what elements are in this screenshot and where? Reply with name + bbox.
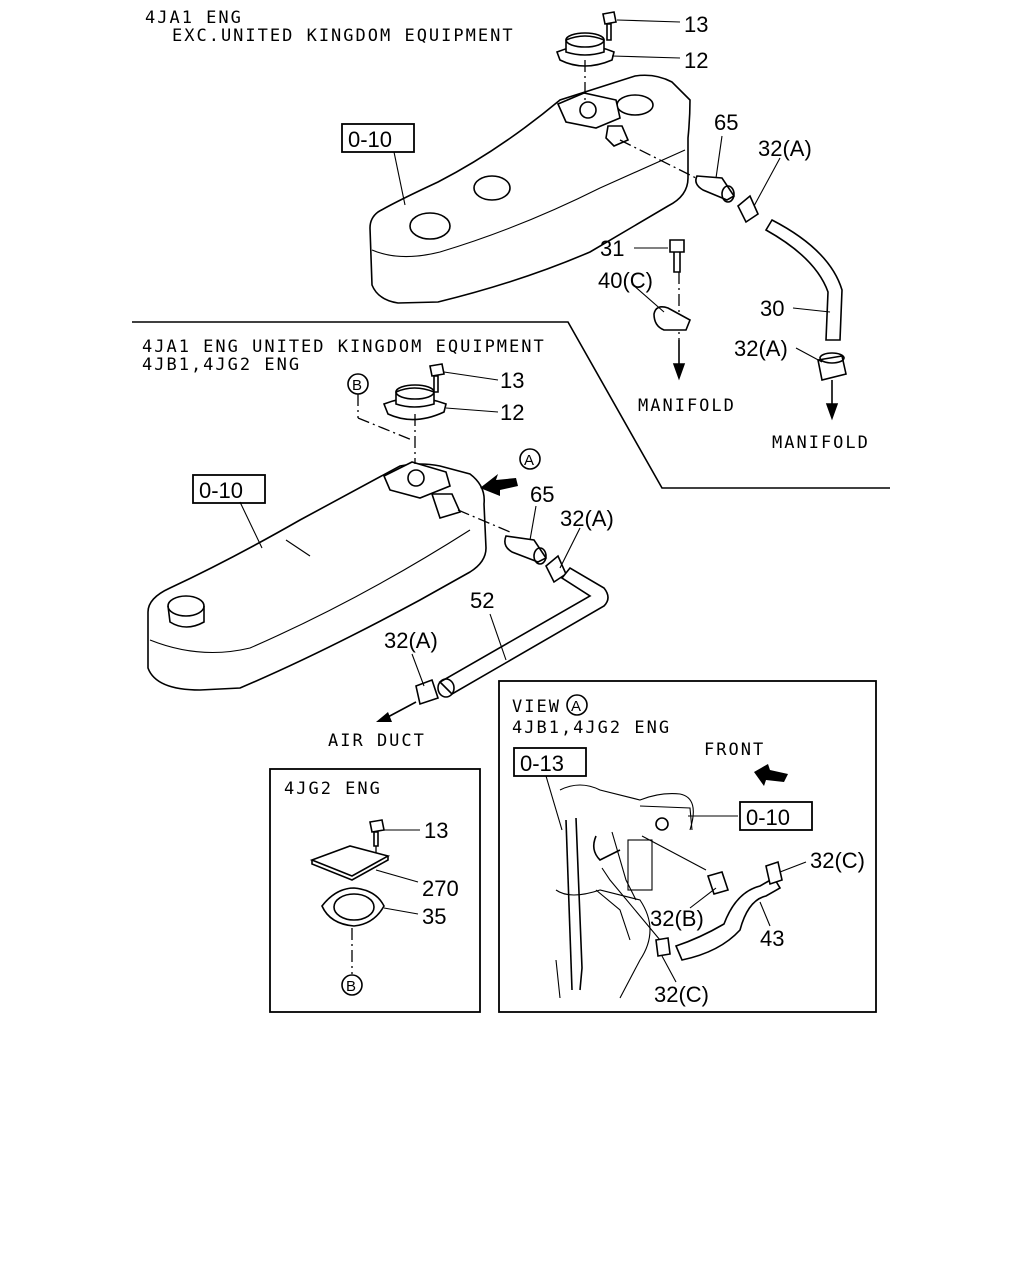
callout-31: 31 bbox=[600, 236, 624, 261]
view-a-callout-32c-top: 32(C) bbox=[810, 848, 865, 873]
clamp-32a-top bbox=[737, 194, 760, 224]
callout-40c: 40(C) bbox=[598, 268, 653, 293]
clamp-32a-lower bbox=[817, 355, 847, 381]
front-arrow bbox=[754, 764, 788, 786]
section2-header-line2: 4JB1,4JG2 ENG bbox=[142, 355, 301, 375]
view-a-ref-box-right[interactable] bbox=[739, 801, 813, 831]
callout-12-2: 12 bbox=[500, 400, 524, 425]
cover-cap bbox=[167, 595, 205, 617]
inset-callout-35: 35 bbox=[422, 904, 446, 929]
view-a-callout-32c-bottom: 32(C) bbox=[654, 982, 709, 1007]
manifold-label-left: MANIFOLD bbox=[638, 396, 736, 416]
inset-4jg2-title: 4JG2 ENG bbox=[284, 779, 382, 799]
inset-4jg2: 4JG2 ENG B 13 270 35 bbox=[269, 768, 481, 1013]
inset-4jg2-frame bbox=[269, 768, 481, 1013]
section1-header-line1: 4JA1 ENG bbox=[145, 8, 243, 28]
callout-30: 30 bbox=[760, 296, 784, 321]
inset-view-a-frame bbox=[498, 680, 877, 1013]
section-divider bbox=[132, 321, 890, 489]
clamp-32a-left bbox=[415, 678, 440, 706]
view-a-subtitle: 4JB1,4JG2 ENG bbox=[512, 718, 671, 738]
view-a-callout-43: 43 bbox=[760, 926, 784, 951]
callout-32a-left: 32(A) bbox=[384, 628, 438, 653]
view-a-title-marker-label: A bbox=[571, 698, 581, 715]
connector-65-2 bbox=[504, 535, 548, 563]
clamp-32b bbox=[706, 871, 730, 895]
hose-30 bbox=[764, 218, 843, 341]
marker-b-label: B bbox=[352, 377, 362, 394]
connector-65 bbox=[695, 175, 736, 201]
callout-65: 65 bbox=[714, 110, 738, 135]
clamp-32c-top bbox=[765, 860, 783, 886]
view-a-callout-32b: 32(B) bbox=[650, 906, 704, 931]
section-4ja1-exc-uk: 4JA1 ENG EXC.UNITED KINGDOM EQUIPMENT bbox=[145, 8, 870, 453]
view-a-title-prefix: VIEW bbox=[512, 697, 561, 717]
bracket-40c bbox=[653, 306, 692, 331]
front-label: FRONT bbox=[704, 740, 765, 760]
section1-ref-box-label: 0-10 bbox=[348, 127, 392, 152]
callout-65-2: 65 bbox=[530, 482, 554, 507]
rocker-cover-2 bbox=[147, 463, 487, 691]
section-4ja1-uk-4jb1-4jg2: 4JA1 ENG UNITED KINGDOM EQUIPMENT 4JB1,4… bbox=[142, 337, 614, 751]
callout-12: 12 bbox=[684, 48, 708, 73]
inset-callout-270: 270 bbox=[422, 876, 459, 901]
view-a-title-marker bbox=[566, 694, 588, 716]
callout-32a: 32(A) bbox=[758, 136, 812, 161]
view-a-ref-box-left-label: 0-13 bbox=[520, 751, 564, 776]
callout-32a-right: 32(A) bbox=[560, 506, 614, 531]
mounting-flange bbox=[556, 92, 621, 129]
inset-marker-b bbox=[341, 974, 363, 996]
section2-ref-box-label: 0-10 bbox=[199, 478, 243, 503]
hose-43 bbox=[674, 876, 782, 961]
callout-13: 13 bbox=[684, 12, 708, 37]
air-duct-label: AIR DUCT bbox=[328, 731, 426, 751]
cover-port-2 bbox=[473, 175, 511, 201]
section1-ref-box[interactable] bbox=[341, 123, 415, 153]
inset-callout-13: 13 bbox=[424, 818, 448, 843]
view-a-ref-box-left[interactable] bbox=[513, 747, 587, 777]
cover-port-1 bbox=[409, 212, 451, 240]
section2-ref-box[interactable] bbox=[192, 474, 266, 504]
section1-header-line2: EXC.UNITED KINGDOM EQUIPMENT bbox=[172, 26, 515, 46]
marker-a-label: A bbox=[524, 452, 534, 469]
manifold-label-right: MANIFOLD bbox=[772, 433, 870, 453]
engine-detail bbox=[555, 784, 783, 999]
rocker-cover bbox=[369, 74, 691, 304]
view-a-arrow bbox=[480, 474, 518, 496]
pcv-valve bbox=[555, 32, 615, 67]
callout-32a-lower: 32(A) bbox=[734, 336, 788, 361]
bolt-13-3 bbox=[369, 819, 385, 847]
callout-13-2: 13 bbox=[500, 368, 524, 393]
section2-header-line1: 4JA1 ENG UNITED KINGDOM EQUIPMENT bbox=[142, 337, 546, 357]
inset-marker-b-label: B bbox=[346, 978, 356, 995]
view-a-ref-box-right-label: 0-10 bbox=[746, 805, 790, 830]
bolt-13 bbox=[602, 11, 617, 41]
bolt-31 bbox=[669, 239, 685, 273]
inset-view-a: VIEW A 4JB1,4JG2 ENG FRONT bbox=[498, 680, 877, 1013]
clamp-32c-bottom bbox=[655, 937, 671, 957]
callout-52: 52 bbox=[470, 588, 494, 613]
flange-2 bbox=[382, 461, 451, 499]
marker-a bbox=[519, 448, 541, 470]
hose-52 bbox=[438, 566, 609, 696]
bolt-13-2 bbox=[429, 363, 445, 393]
